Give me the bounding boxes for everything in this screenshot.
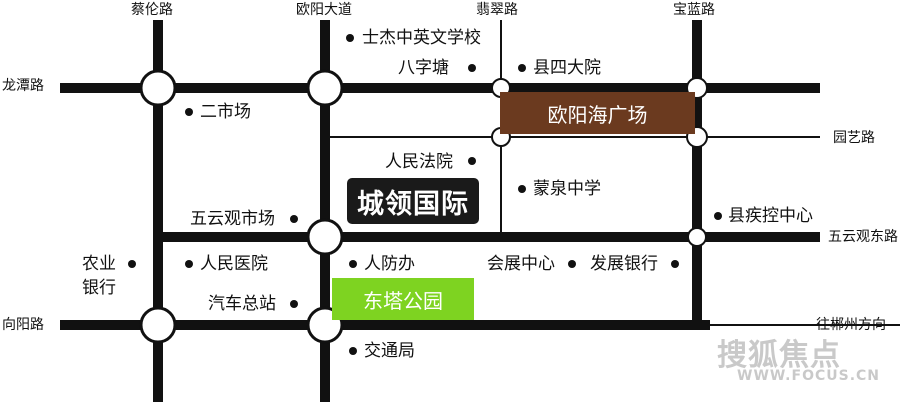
road-label-to-chenzhou: 往郴州方向: [816, 317, 886, 333]
poi-dot: [518, 64, 526, 72]
poi-dot: [128, 260, 136, 268]
poi-dot: [185, 108, 193, 116]
poi-dot: [349, 260, 357, 268]
poi-wuyunguan-market: 五云观市场: [190, 209, 275, 229]
poi-cdc: 县疾控中心: [728, 206, 813, 226]
road-label-xiangyang: 向阳路: [2, 317, 44, 333]
poi-dot: [671, 260, 679, 268]
poi-dot: [185, 260, 193, 268]
poi-traffic-bureau: 交通局: [364, 341, 415, 361]
ouyanghai-plaza-box: 欧阳海广场: [500, 92, 695, 134]
poi-dot: [568, 260, 576, 268]
poi-expo: 会展中心: [487, 254, 555, 274]
poi-bank-line2: 银行: [82, 278, 116, 298]
road-label-baolan: 宝蓝路: [673, 2, 715, 18]
poi-dot: [290, 215, 298, 223]
poi-dot: [290, 300, 298, 308]
poi-hospital: 人民医院: [200, 254, 268, 274]
intersection-marker: [139, 69, 177, 107]
poi-bank-line1: 农业: [82, 254, 116, 274]
poi-dot: [468, 64, 476, 72]
road-label-caolun: 蔡伦路: [131, 2, 173, 18]
poi-bazitang: 八字塘: [398, 58, 449, 78]
poi-dot: [468, 157, 476, 165]
road-label-yuanyi: 园艺路: [833, 130, 875, 146]
focus-url-watermark: WWW.FOCUS.CN: [737, 368, 881, 384]
poi-bus-station: 汽车总站: [208, 294, 276, 314]
focus-logo-watermark: 搜狐焦点: [717, 338, 841, 373]
poi-dot: [714, 212, 722, 220]
dongta-park-label: 东塔公园: [363, 288, 443, 313]
intersection-marker: [139, 306, 177, 344]
poi-dev-bank: 发展银行: [590, 254, 658, 274]
poi-renfangban: 人防办: [364, 254, 415, 274]
intersection-marker: [306, 218, 344, 256]
poi-dot: [349, 347, 357, 355]
road-label-wuyunguan-dong: 五云观东路: [828, 229, 898, 245]
chengling-project-box: 城领国际: [347, 178, 479, 224]
poi-mengquan: 蒙泉中学: [533, 179, 601, 199]
poi-court: 人民法院: [385, 152, 453, 172]
poi-shijie-school: 士杰中英文学校: [362, 28, 481, 48]
intersection-marker: [687, 227, 707, 247]
ouyanghai-plaza-label: 欧阳海广场: [547, 102, 648, 127]
road-label-feicui: 翡翠路: [476, 2, 518, 18]
poi-dot: [518, 185, 526, 193]
poi-ershichang: 二市场: [200, 102, 251, 122]
dongta-park-box: 东塔公园: [332, 278, 474, 320]
chengling-project-label: 城领国际: [357, 188, 469, 220]
intersection-marker: [306, 69, 344, 107]
road-label-ouyang-dadao: 欧阳大道: [296, 2, 352, 18]
poi-xian-sidayuan: 县四大院: [533, 58, 601, 78]
road-label-longtan: 龙潭路: [2, 78, 44, 94]
poi-dot: [346, 34, 354, 42]
